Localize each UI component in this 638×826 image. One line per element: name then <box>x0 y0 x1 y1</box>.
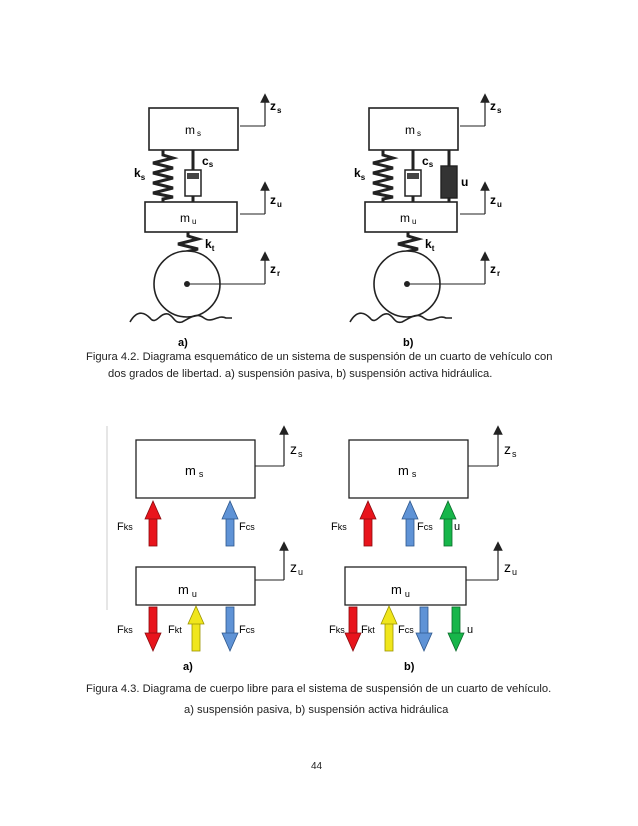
figure-4-2-caption-line-1: Figura 4.2. Diagrama esquemático de un s… <box>86 351 553 363</box>
svg-text:u: u <box>461 175 468 189</box>
force-arrow-fks <box>144 500 162 547</box>
unsprung-mass-block <box>344 566 467 606</box>
force-arrow-fcs-down <box>415 606 433 652</box>
svg-text:kt: kt <box>205 237 215 253</box>
svg-text:Fks: Fks <box>331 521 347 533</box>
page-number: 44 <box>311 761 323 772</box>
force-arrow-fcs <box>221 500 239 547</box>
svg-text:ms: ms <box>185 463 204 479</box>
svg-text:cs: cs <box>422 154 434 169</box>
svg-text:mu: mu <box>178 582 197 599</box>
road-profile <box>129 312 232 324</box>
svg-text:ms: ms <box>185 123 201 138</box>
force-arrow-fkt <box>187 605 205 652</box>
unsprung-mass-block <box>135 566 256 606</box>
svg-text:u: u <box>454 521 460 533</box>
svg-text:Fcs: Fcs <box>239 624 255 636</box>
svg-text:Fks: Fks <box>117 521 133 533</box>
sprung-mass-block <box>148 107 239 151</box>
svg-text:b): b) <box>404 661 415 673</box>
force-arrow-u <box>439 500 457 547</box>
svg-text:Fcs: Fcs <box>239 521 255 533</box>
svg-text:ks: ks <box>134 166 146 182</box>
road-profile <box>349 312 452 324</box>
sprung-mass-block <box>135 439 256 499</box>
spring-ks <box>152 150 179 202</box>
force-arrow-fks-down <box>144 606 162 652</box>
svg-text:mu: mu <box>180 211 196 226</box>
hydraulic-actuator <box>440 165 458 199</box>
svg-text:mu: mu <box>400 211 416 226</box>
svg-text:kt: kt <box>425 237 435 253</box>
force-arrow-fkt <box>380 605 398 652</box>
svg-text:Fks: Fks <box>329 624 345 636</box>
svg-text:zu: zu <box>504 559 517 577</box>
svg-text:zu: zu <box>270 193 282 209</box>
svg-text:b): b) <box>403 337 414 349</box>
svg-text:zu: zu <box>290 559 303 577</box>
svg-text:zs: zs <box>270 99 282 115</box>
figure-4-3-caption-line-1: Figura 4.3. Diagrama de cuerpo libre par… <box>86 683 552 695</box>
svg-text:zs: zs <box>490 99 502 115</box>
svg-text:zs: zs <box>290 441 303 459</box>
svg-text:cs: cs <box>202 154 214 169</box>
unsprung-mass-block <box>364 201 458 233</box>
svg-text:Fkt: Fkt <box>361 624 375 636</box>
force-arrow-fcs-down <box>221 606 239 652</box>
svg-text:zr: zr <box>490 262 500 278</box>
svg-text:mu: mu <box>391 582 410 599</box>
force-arrow-fcs <box>401 500 419 547</box>
unsprung-mass-block <box>144 201 238 233</box>
force-arrow-u-down <box>447 606 465 652</box>
svg-text:a): a) <box>178 337 188 349</box>
force-arrow-fks <box>359 500 377 547</box>
svg-text:u: u <box>467 624 473 636</box>
figure-4-2-caption-line-2: dos grados de libertad. a) suspensión pa… <box>108 368 493 380</box>
sprung-mass-block <box>348 439 469 499</box>
figure-4-3-caption-line-2: a) suspensión pasiva, b) suspensión acti… <box>184 704 449 716</box>
svg-text:Fkt: Fkt <box>168 624 182 636</box>
svg-text:zu: zu <box>490 193 502 209</box>
svg-text:Fks: Fks <box>117 624 133 636</box>
svg-text:ms: ms <box>405 123 421 138</box>
svg-text:ks: ks <box>354 166 366 182</box>
force-arrow-fks-down <box>344 606 362 652</box>
svg-text:Fcs: Fcs <box>398 624 414 636</box>
sprung-mass-block <box>368 107 459 151</box>
svg-text:zr: zr <box>270 262 280 278</box>
svg-text:zs: zs <box>504 441 517 459</box>
svg-text:Fcs: Fcs <box>417 521 433 533</box>
svg-text:a): a) <box>183 661 193 673</box>
spring-ks <box>372 150 399 202</box>
svg-text:ms: ms <box>398 463 417 479</box>
